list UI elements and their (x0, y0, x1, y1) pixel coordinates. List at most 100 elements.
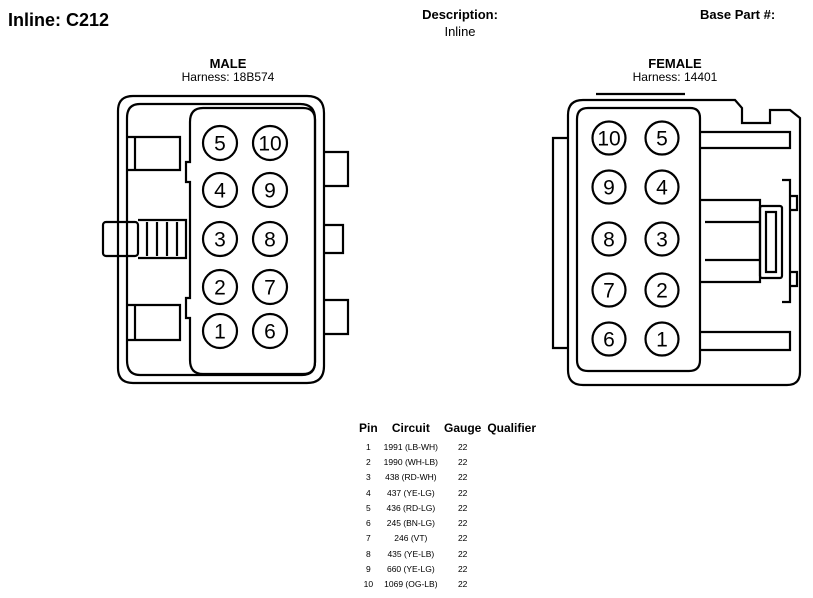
pin-number-label: 3 (656, 229, 668, 252)
pin-number-label: 8 (603, 229, 615, 252)
pin-table-cell-circuit: 435 (YE-LB) (387, 548, 435, 559)
male-pin-10: 10 (251, 124, 289, 162)
male-pin-9: 9 (251, 171, 289, 209)
pin-circle (251, 268, 289, 306)
pin-table-cell-pin: 1 (365, 441, 371, 452)
male-pin-1: 1 (201, 312, 239, 350)
pin-circle (251, 220, 289, 258)
table-row: 2 1990 (WH-LB) 22 (356, 454, 539, 469)
pin-circle (644, 169, 680, 205)
pin-table-cell-qualifier (484, 454, 539, 469)
pin-table-header-row: Pin Circuit Gauge Qualifier (356, 421, 539, 439)
female-pin-4: 4 (644, 169, 680, 205)
pin-number-label: 2 (214, 277, 226, 300)
pin-number-label: 5 (656, 128, 668, 151)
pin-table-cell-gauge: 22 (457, 579, 468, 590)
pin-table-cell-pin: 2 (365, 456, 371, 467)
pin-table-cell-pin: 7 (365, 533, 371, 544)
pin-table-cell-gauge: 22 (457, 441, 468, 452)
pin-table-cell-gauge: 22 (457, 518, 468, 529)
pin-number-label: 7 (264, 277, 276, 300)
pin-table-cell-circuit: 245 (BN-LG) (386, 518, 435, 529)
female-connector-title: FEMALE (648, 56, 702, 71)
pin-table-cell-circuit: 437 (YE-LG) (386, 487, 435, 498)
male-connector-title: MALE (209, 56, 247, 71)
table-row: 6 245 (BN-LG) 22 (356, 515, 539, 530)
pin-circle (591, 272, 627, 308)
female-pin-9: 9 (591, 169, 627, 205)
pin-table-cell-pin: 3 (365, 472, 371, 483)
pin-circle (591, 321, 627, 357)
pin-table-cell-qualifier (484, 439, 539, 454)
pin-number-label: 10 (258, 133, 281, 156)
base-part-label: Base Part #: (700, 7, 776, 22)
female-pin-1: 1 (644, 321, 680, 357)
pin-table-cell-circuit: 1991 (LB-WH) (383, 441, 438, 452)
connector-title: Inline: C212 (8, 10, 110, 30)
female-pin-3: 3 (644, 221, 680, 257)
pin-circle (644, 272, 680, 308)
pin-table-cell-qualifier (484, 515, 539, 530)
description-value: Inline (444, 24, 476, 39)
pin-table-cell-qualifier (484, 500, 539, 515)
female-connector-housing (551, 92, 802, 387)
pin-number-label: 1 (656, 329, 668, 352)
pin-circle (251, 171, 289, 209)
pin-table-cell-qualifier (484, 577, 539, 592)
pin-table-cell-circuit: 660 (YE-LG) (386, 564, 435, 575)
table-row: 1 1991 (LB-WH) 22 (356, 439, 539, 454)
male-pin-3: 3 (201, 220, 239, 258)
pin-table-cell-gauge: 22 (457, 564, 468, 575)
pin-number-label: 8 (264, 229, 276, 252)
pin-table-cell-gauge: 22 (457, 548, 468, 559)
pin-number-label: 9 (264, 180, 276, 203)
pin-table-cell-gauge: 22 (457, 456, 468, 467)
pin-table-cell-pin: 4 (365, 487, 371, 498)
table-row: 4 437 (YE-LG) 22 (356, 485, 539, 500)
pin-table-cell-circuit: 438 (RD-WH) (385, 472, 437, 483)
male-pin-6: 6 (251, 312, 289, 350)
pin-table-cell-pin: 5 (365, 502, 371, 513)
pin-table-cell-qualifier (484, 485, 539, 500)
gauge-column-header: Gauge (444, 421, 482, 435)
pin-table-cell-gauge: 22 (457, 533, 468, 544)
pin-number-label: 4 (214, 180, 226, 203)
pin-circle (644, 321, 680, 357)
pin-circle (591, 169, 627, 205)
pin-table-cell-pin: 9 (365, 564, 371, 575)
female-pin-10: 10 (591, 120, 627, 156)
pin-table-cell-pin: 6 (365, 518, 371, 529)
pin-number-label: 1 (214, 321, 226, 344)
pin-circle (591, 120, 627, 156)
pin-number-label: 6 (264, 321, 276, 344)
pin-table-cell-qualifier (484, 531, 539, 546)
male-pin-7: 7 (251, 268, 289, 306)
pin-circle (251, 124, 289, 162)
female-pin-2: 2 (644, 272, 680, 308)
male-pin-5: 5 (201, 124, 239, 162)
pin-number-label: 4 (656, 177, 668, 200)
pin-table-cell-qualifier (484, 546, 539, 561)
female-harness-label: Harness: 14401 (632, 70, 718, 84)
male-harness-label: Harness: 18B574 (181, 70, 275, 84)
pin-table-cell-pin: 10 (363, 579, 374, 590)
pin-table-cell-qualifier (484, 470, 539, 485)
qualifier-column-header: Qualifier (487, 421, 537, 435)
pin-table-cell-circuit: 1990 (WH-LB) (383, 456, 438, 467)
pin-circle (201, 171, 239, 209)
pin-number-label: 7 (603, 280, 615, 303)
female-pin-7: 7 (591, 272, 627, 308)
female-pin-8: 8 (591, 221, 627, 257)
male-connector-housing (101, 94, 350, 385)
male-pin-2: 2 (201, 268, 239, 306)
pin-circle (201, 220, 239, 258)
pin-circle (201, 312, 239, 350)
pin-table-cell-gauge: 22 (457, 487, 468, 498)
female-pin-6: 6 (591, 321, 627, 357)
circuit-column-header: Circuit (391, 421, 430, 435)
description-label: Description: (422, 7, 498, 22)
female-pin-grid: 10 5 9 4 8 3 7 26 1 (591, 120, 680, 357)
pin-circle (201, 268, 239, 306)
